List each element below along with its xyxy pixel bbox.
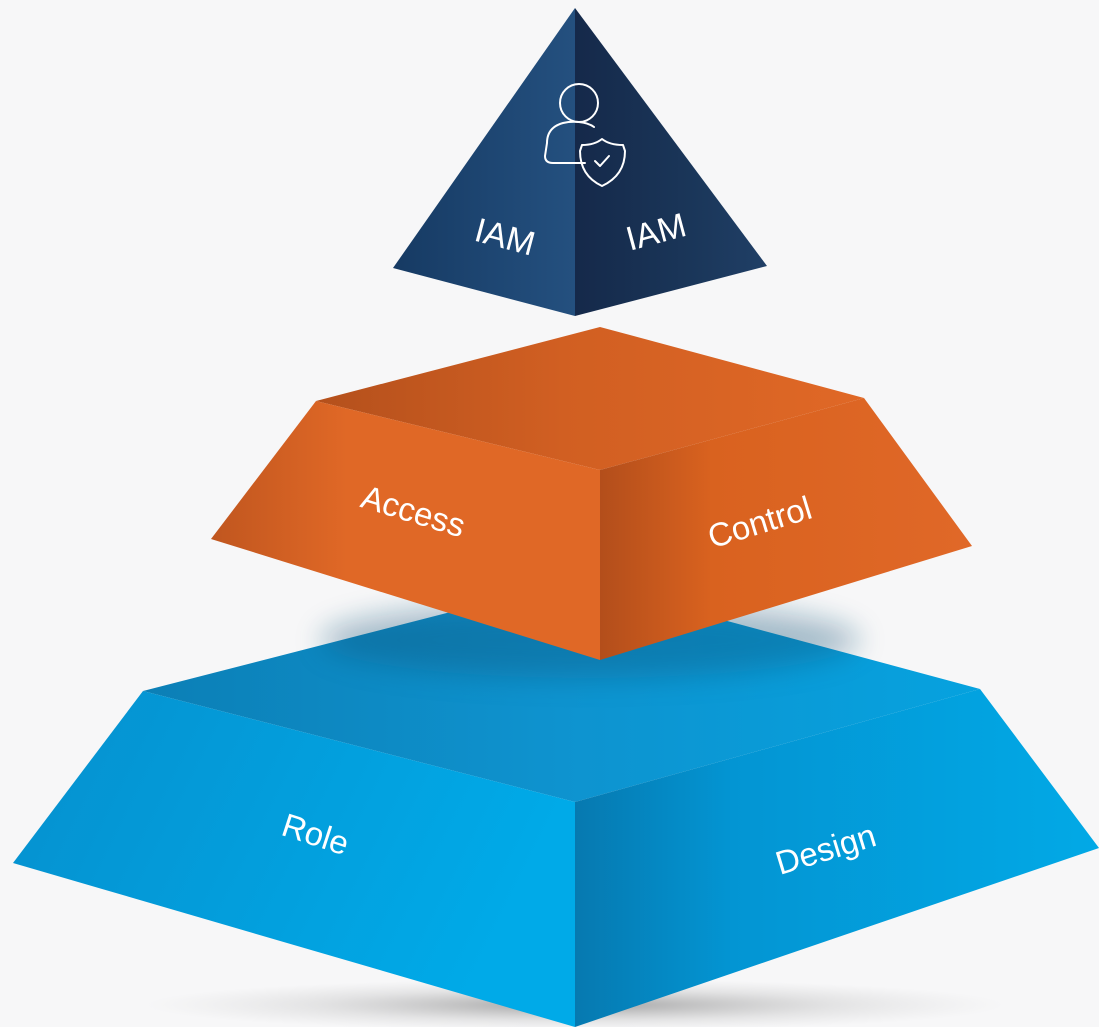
bottom-tier-left-face [13,691,575,1027]
middle-tier: Access Control [211,327,972,660]
middle-tier-left-face [211,401,600,660]
middle-tier-top-face [316,327,864,470]
middle-tier-right-face [600,398,972,660]
top-tier-left-face [393,8,575,316]
bottom-tier-right-face [575,689,1099,1027]
user-shield-icon [544,83,626,187]
top-tier-right-face [575,8,767,316]
top-tier: IAM IAM [393,8,767,316]
